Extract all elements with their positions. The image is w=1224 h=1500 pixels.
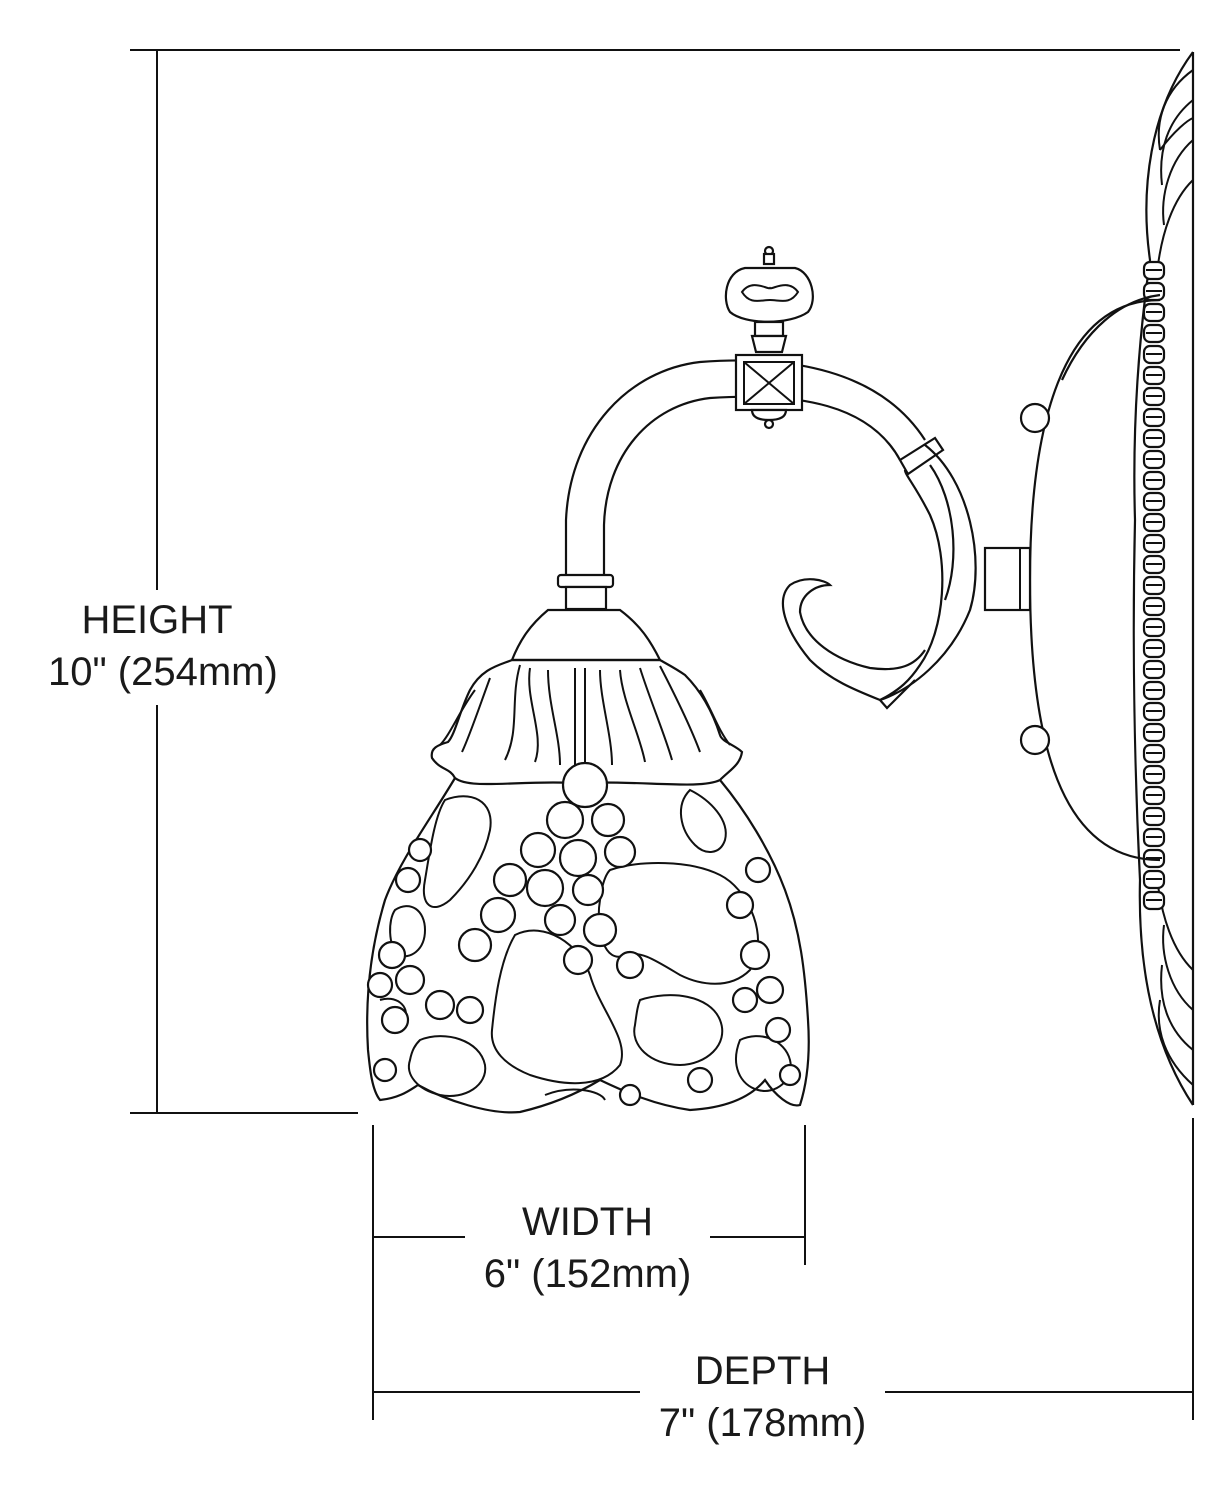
- chain-bead: [1142, 680, 1166, 701]
- chain-bead: [1142, 890, 1166, 911]
- grape: [744, 856, 772, 884]
- width-value: 6" (152mm): [483, 1252, 692, 1296]
- chain-bead: [1142, 512, 1166, 533]
- chain-bead: [1142, 470, 1166, 491]
- grape: [407, 837, 433, 863]
- chain-bead: [1142, 302, 1166, 323]
- chain-bead: [1142, 386, 1166, 407]
- width-label: WIDTH 6" (152mm): [470, 1196, 705, 1300]
- grape: [755, 975, 785, 1005]
- grape: [519, 831, 557, 869]
- grape: [725, 890, 755, 920]
- grape: [561, 761, 609, 809]
- oval-canopy: [1019, 293, 1161, 862]
- grape: [543, 903, 577, 937]
- grape: [618, 1083, 642, 1107]
- chain-bead: [1142, 617, 1166, 638]
- chain-bead: [1142, 659, 1166, 680]
- grape: [455, 995, 485, 1025]
- chain-bead: [1142, 323, 1166, 344]
- chain-bead: [1142, 701, 1166, 722]
- grape: [603, 835, 637, 869]
- chain-bead: [1142, 491, 1166, 512]
- grape: [739, 939, 771, 971]
- chain-bead: [1142, 365, 1166, 386]
- grape: [582, 912, 618, 948]
- shade-holder: [430, 608, 744, 786]
- grape: [558, 838, 598, 878]
- grape: [525, 868, 565, 908]
- chain-bead: [1142, 428, 1166, 449]
- grape: [545, 800, 585, 840]
- chain-bead: [1142, 596, 1166, 617]
- chain-bead: [1142, 869, 1166, 890]
- dimension-lines: [130, 49, 1194, 1420]
- sconce-arm: [556, 359, 1032, 710]
- grape: [492, 862, 528, 898]
- chain-bead: [1142, 344, 1166, 365]
- grape: [479, 896, 517, 934]
- grape: [380, 1005, 410, 1035]
- grape: [778, 1063, 802, 1087]
- grape-cluster: [366, 761, 802, 1107]
- grape: [377, 940, 407, 970]
- grape: [366, 971, 394, 999]
- chain-bead: [1142, 764, 1166, 785]
- chain-bead: [1142, 827, 1166, 848]
- grape: [731, 986, 759, 1014]
- finial: [724, 245, 814, 430]
- grape: [562, 944, 594, 976]
- chain-bead: [1142, 407, 1166, 428]
- depth-value: 7" (178mm): [658, 1401, 867, 1445]
- wall-backplate: [1132, 51, 1195, 1106]
- chain-bead: [1142, 533, 1166, 554]
- chain-bead: [1142, 260, 1166, 281]
- depth-label: DEPTH 7" (178mm): [645, 1345, 880, 1449]
- grape: [590, 802, 626, 838]
- grape: [394, 964, 426, 996]
- height-title: HEIGHT: [81, 598, 233, 642]
- glass-shade: [366, 761, 810, 1114]
- grape: [424, 989, 456, 1021]
- chain-bead: [1142, 638, 1166, 659]
- bead-chain: [1142, 260, 1166, 911]
- chain-bead: [1142, 449, 1166, 470]
- grape: [372, 1057, 398, 1083]
- chain-bead: [1142, 722, 1166, 743]
- grape: [571, 873, 605, 907]
- grape: [764, 1016, 792, 1044]
- chain-bead: [1142, 575, 1166, 596]
- chain-bead: [1142, 554, 1166, 575]
- grape: [686, 1066, 714, 1094]
- height-label: HEIGHT 10" (254mm): [48, 594, 278, 698]
- grape: [457, 927, 493, 963]
- width-title: WIDTH: [521, 1200, 654, 1244]
- chain-bead: [1142, 806, 1166, 827]
- chain-bead: [1142, 785, 1166, 806]
- grape: [615, 950, 645, 980]
- depth-title: DEPTH: [694, 1349, 831, 1393]
- grape: [394, 866, 422, 894]
- height-value: 10" (254mm): [48, 650, 278, 694]
- chain-bead: [1142, 743, 1166, 764]
